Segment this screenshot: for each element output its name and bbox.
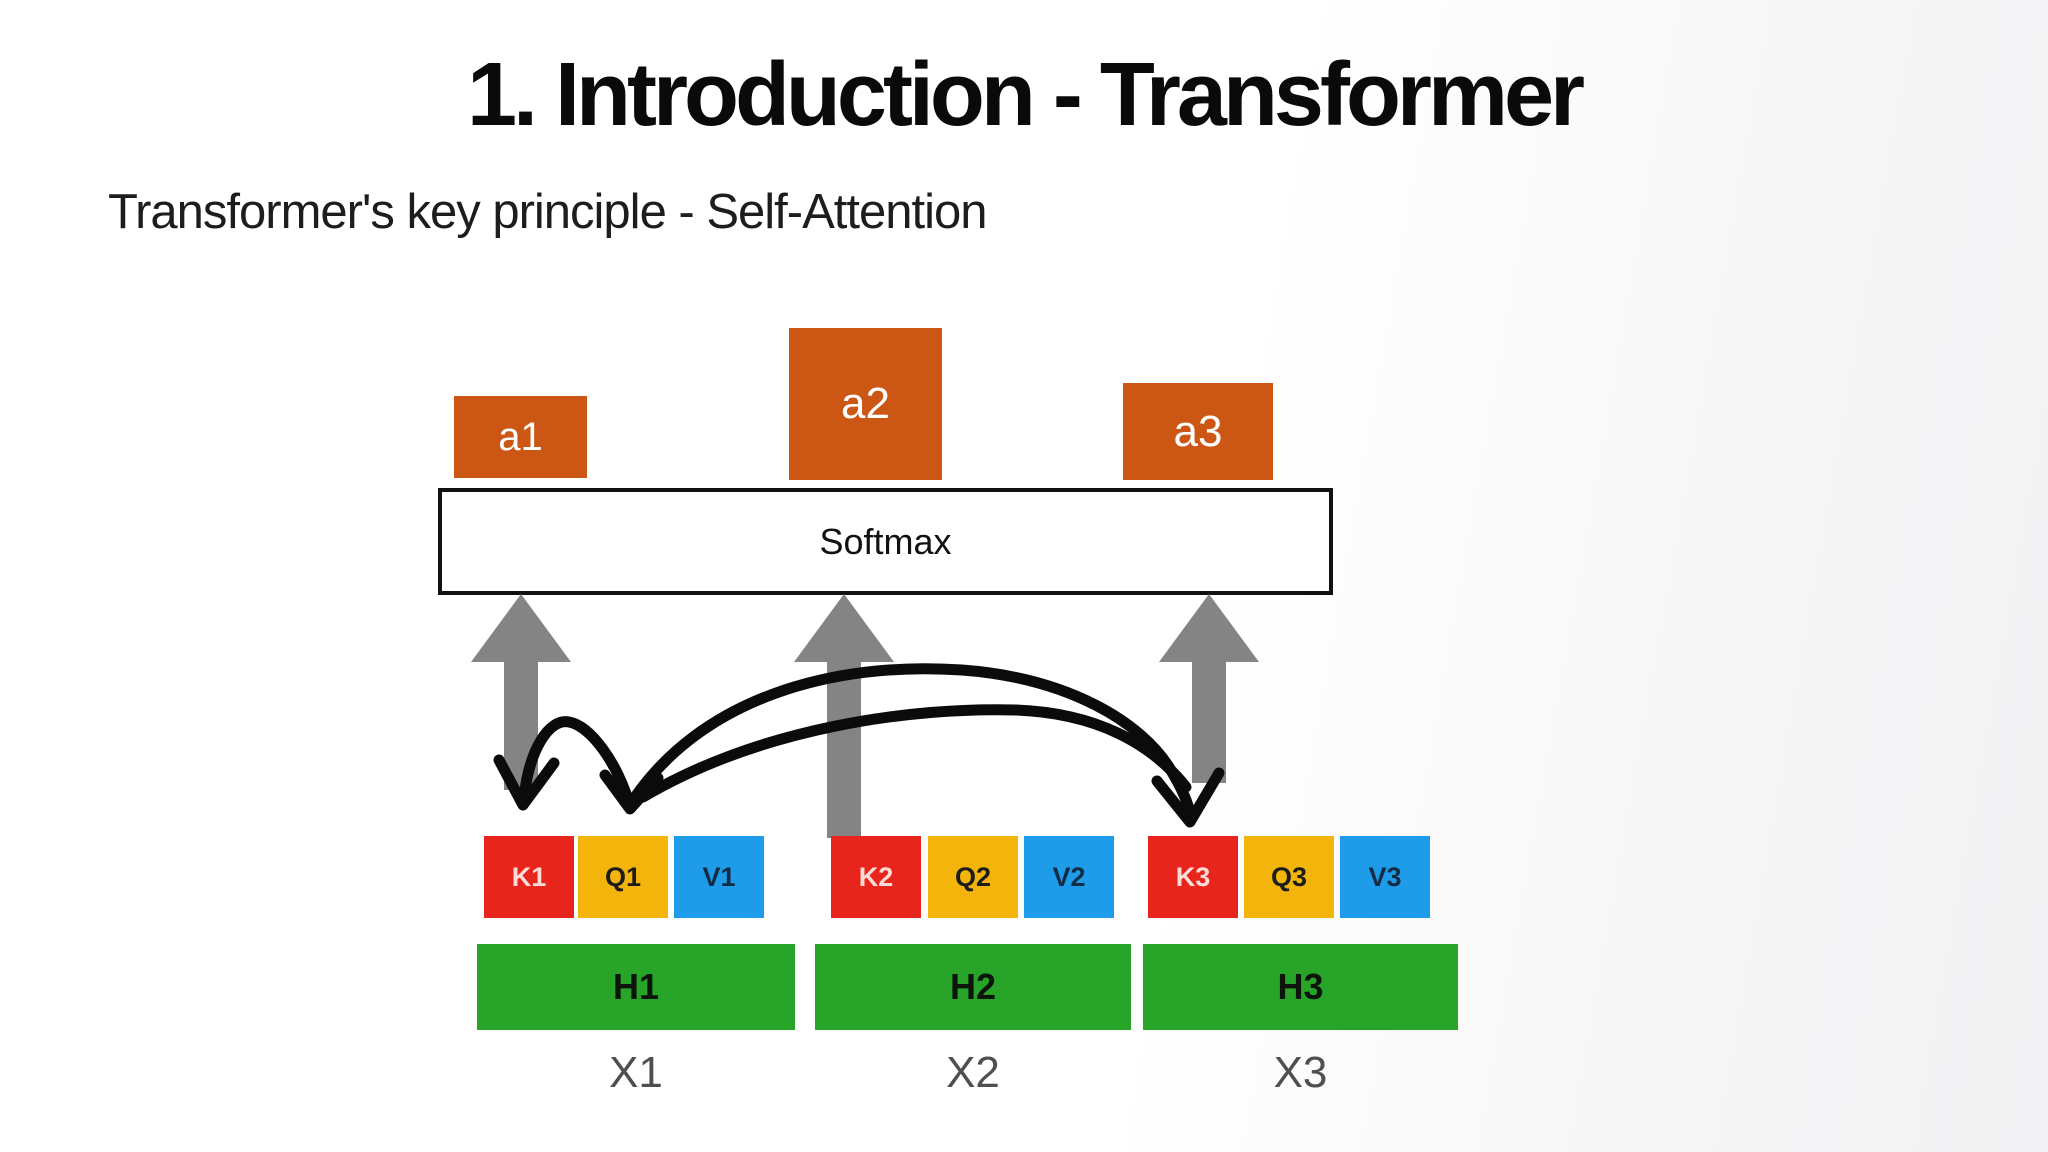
query-box-q3-label: Q3 — [1270, 861, 1308, 892]
freehand-arrow-icon — [625, 663, 1196, 821]
attention-weight-a1-label: a1 — [498, 414, 543, 459]
key-box-k3-label: K3 — [1175, 861, 1211, 892]
hidden-state-h1-label: H1 — [612, 966, 660, 1007]
freehand-arrow-icon — [518, 716, 635, 809]
freehand-arrowhead-icon — [1151, 767, 1225, 828]
value-box-v2: V2 — [1024, 836, 1114, 918]
value-box-v2-label: V2 — [1052, 861, 1086, 892]
page-title: 1. Introduction - Transformer — [466, 45, 1585, 145]
key-box-k1: K1 — [484, 836, 574, 918]
input-label-x1: X1 — [609, 1048, 663, 1097]
value-box-v1: V1 — [674, 836, 764, 918]
hidden-state-box-h1: H1 — [477, 944, 795, 1030]
freehand-arrowhead-icon — [493, 754, 560, 811]
slide-subtitle: Transformer's key principle - Self-Atten… — [108, 185, 988, 239]
key-box-k3: K3 — [1148, 836, 1238, 918]
hidden-state-h2-label: H2 — [949, 966, 997, 1007]
attention-weight-a2-label: a2 — [841, 379, 890, 428]
query-box-q2-label: Q2 — [954, 861, 992, 892]
value-box-v3-label: V3 — [1368, 861, 1402, 892]
up-arrow-icon — [471, 594, 571, 790]
attention-weight-a3: a3 — [1123, 383, 1273, 480]
hidden-state-box-h2: H2 — [815, 944, 1131, 1030]
freehand-arrow-icon — [637, 704, 1192, 803]
freehand-arrowhead-icon — [599, 769, 664, 815]
query-box-q2: Q2 — [928, 836, 1018, 918]
attention-weight-a1: a1 — [454, 396, 587, 478]
attention-weight-a2: a2 — [789, 328, 942, 480]
key-box-k2: K2 — [831, 836, 921, 918]
key-box-k2-label: K2 — [858, 861, 894, 892]
attention-weight-a3-label: a3 — [1173, 406, 1223, 456]
softmax-box: Softmax — [438, 488, 1333, 595]
up-arrow-icon — [1159, 594, 1259, 783]
input-label-x3: X3 — [1273, 1048, 1328, 1097]
query-box-q1: Q1 — [578, 836, 668, 918]
hidden-state-h3-label: H3 — [1277, 966, 1324, 1007]
hidden-state-box-h3: H3 — [1143, 944, 1458, 1030]
query-box-q1-label: Q1 — [604, 861, 642, 892]
softmax-label: Softmax — [819, 520, 952, 562]
value-box-v1-label: V1 — [702, 861, 736, 892]
value-box-v3: V3 — [1340, 836, 1430, 918]
query-box-q3: Q3 — [1244, 836, 1334, 918]
key-box-k1-label: K1 — [511, 861, 547, 892]
up-arrow-icon — [794, 594, 894, 838]
input-label-x2: X2 — [946, 1048, 1000, 1097]
